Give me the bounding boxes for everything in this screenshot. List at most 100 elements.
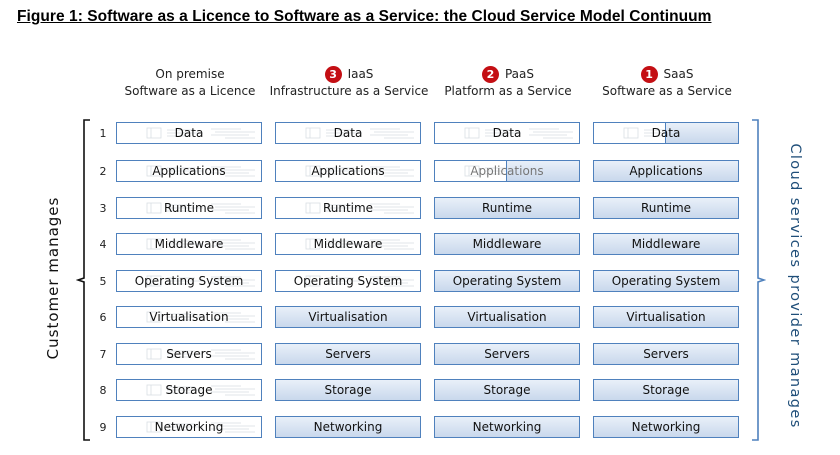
decorative-texture xyxy=(146,127,255,139)
cell-label: Networking xyxy=(154,420,224,434)
cell-virtualisation: Virtualisation xyxy=(593,306,739,328)
cell-operating-system: Operating System xyxy=(434,270,580,292)
cell-applications: Applications xyxy=(275,160,421,182)
cell-label: Applications xyxy=(470,164,544,178)
decorative-texture xyxy=(146,238,255,250)
cell-storage: Storage xyxy=(116,379,262,401)
cell-servers: Servers xyxy=(593,343,739,365)
cell-label: Virtualisation xyxy=(308,310,388,324)
cell-label: Data xyxy=(174,126,204,140)
row-number: 5 xyxy=(99,275,107,288)
column-subtitle: Platform as a Service xyxy=(444,84,572,98)
cell-runtime: Runtime xyxy=(434,197,580,219)
cell-data: Data xyxy=(275,122,421,144)
step-badge: 1 xyxy=(640,66,658,83)
column-name: PaaS xyxy=(504,67,535,81)
provider-manages-bracket xyxy=(752,119,766,441)
cell-label: Storage xyxy=(642,383,690,397)
cell-label: Runtime xyxy=(163,201,215,215)
cell-servers: Servers xyxy=(434,343,580,365)
cell-label: Virtualisation xyxy=(626,310,706,324)
row-number: 1 xyxy=(99,127,107,140)
column-name-row: On premise xyxy=(105,66,275,83)
cell-label: Applications xyxy=(311,164,385,178)
cell-storage: Storage xyxy=(275,379,421,401)
cell-operating-system: Operating System xyxy=(593,270,739,292)
cell-label: Servers xyxy=(643,347,689,361)
decorative-texture xyxy=(305,238,414,250)
cell-label: Middleware xyxy=(154,237,224,251)
cell-label: Middleware xyxy=(472,237,542,251)
cell-label: Runtime xyxy=(640,201,692,215)
cell-label: Middleware xyxy=(313,237,383,251)
cell-runtime: Runtime xyxy=(116,197,262,219)
customer-manages-label: Customer manages xyxy=(44,196,62,360)
cell-middleware: Middleware xyxy=(116,233,262,255)
row-number: 9 xyxy=(99,421,107,434)
column-name: On premise xyxy=(155,67,225,81)
provider-managed-portion xyxy=(506,161,579,181)
cell-data: Data xyxy=(116,122,262,144)
cell-virtualisation: Virtualisation xyxy=(434,306,580,328)
row-number: 7 xyxy=(99,348,107,361)
cell-data: Data xyxy=(434,122,580,144)
cell-virtualisation: Virtualisation xyxy=(116,306,262,328)
cell-label: Servers xyxy=(166,347,212,361)
cell-networking: Networking xyxy=(116,416,262,438)
decorative-texture xyxy=(305,202,414,214)
cell-label: Servers xyxy=(484,347,530,361)
decorative-texture xyxy=(146,421,255,433)
column-name: IaaS xyxy=(347,67,374,81)
cell-middleware: Middleware xyxy=(593,233,739,255)
cell-middleware: Middleware xyxy=(275,233,421,255)
cell-label: Storage xyxy=(324,383,372,397)
column-subtitle: Software as a Service xyxy=(602,84,732,98)
decorative-texture xyxy=(305,165,414,177)
decorative-texture xyxy=(146,165,255,177)
cell-label: Operating System xyxy=(611,274,721,288)
cell-storage: Storage xyxy=(434,379,580,401)
row-number: 8 xyxy=(99,384,107,397)
column-name-row: 2 PaaS xyxy=(423,66,593,83)
cell-label: Operating System xyxy=(134,274,244,288)
provider-managed-portion xyxy=(665,123,738,143)
column-name-row: 1 SaaS xyxy=(582,66,752,83)
cell-label: Networking xyxy=(631,420,701,434)
column-subtitle: Software as a Licence xyxy=(124,84,256,98)
cell-label: Runtime xyxy=(322,201,374,215)
cell-label: Operating System xyxy=(293,274,403,288)
cell-label: Virtualisation xyxy=(467,310,547,324)
cell-networking: Networking xyxy=(434,416,580,438)
cell-label: Data xyxy=(492,126,522,140)
column-header-2: 2 PaaS Platform as a Service xyxy=(423,66,593,100)
decorative-texture xyxy=(146,275,255,287)
decorative-texture xyxy=(305,275,414,287)
cell-label: Middleware xyxy=(631,237,701,251)
cell-virtualisation: Virtualisation xyxy=(275,306,421,328)
cell-networking: Networking xyxy=(275,416,421,438)
decorative-texture xyxy=(146,348,255,360)
cell-applications: Applications xyxy=(116,160,262,182)
decorative-texture xyxy=(146,384,255,396)
decorative-texture xyxy=(464,127,573,139)
column-header-3: 1 SaaS Software as a Service xyxy=(582,66,752,100)
cell-data: Data xyxy=(593,122,739,144)
provider-manages-label: Cloud services provider manages xyxy=(787,143,803,429)
cell-runtime: Runtime xyxy=(275,197,421,219)
cell-label: Servers xyxy=(325,347,371,361)
cell-networking: Networking xyxy=(593,416,739,438)
cell-label: Virtualisation xyxy=(149,310,229,324)
decorative-texture xyxy=(146,311,255,323)
column-name: SaaS xyxy=(663,67,694,81)
cell-label: Networking xyxy=(313,420,383,434)
cell-label: Data xyxy=(651,126,681,140)
row-number: 4 xyxy=(99,238,107,251)
row-number: 6 xyxy=(99,311,107,324)
customer-manages-bracket xyxy=(76,119,90,441)
row-number: 3 xyxy=(99,202,107,215)
row-number: 2 xyxy=(99,165,107,178)
cell-applications: Applications xyxy=(593,160,739,182)
step-badge: 2 xyxy=(481,66,499,83)
